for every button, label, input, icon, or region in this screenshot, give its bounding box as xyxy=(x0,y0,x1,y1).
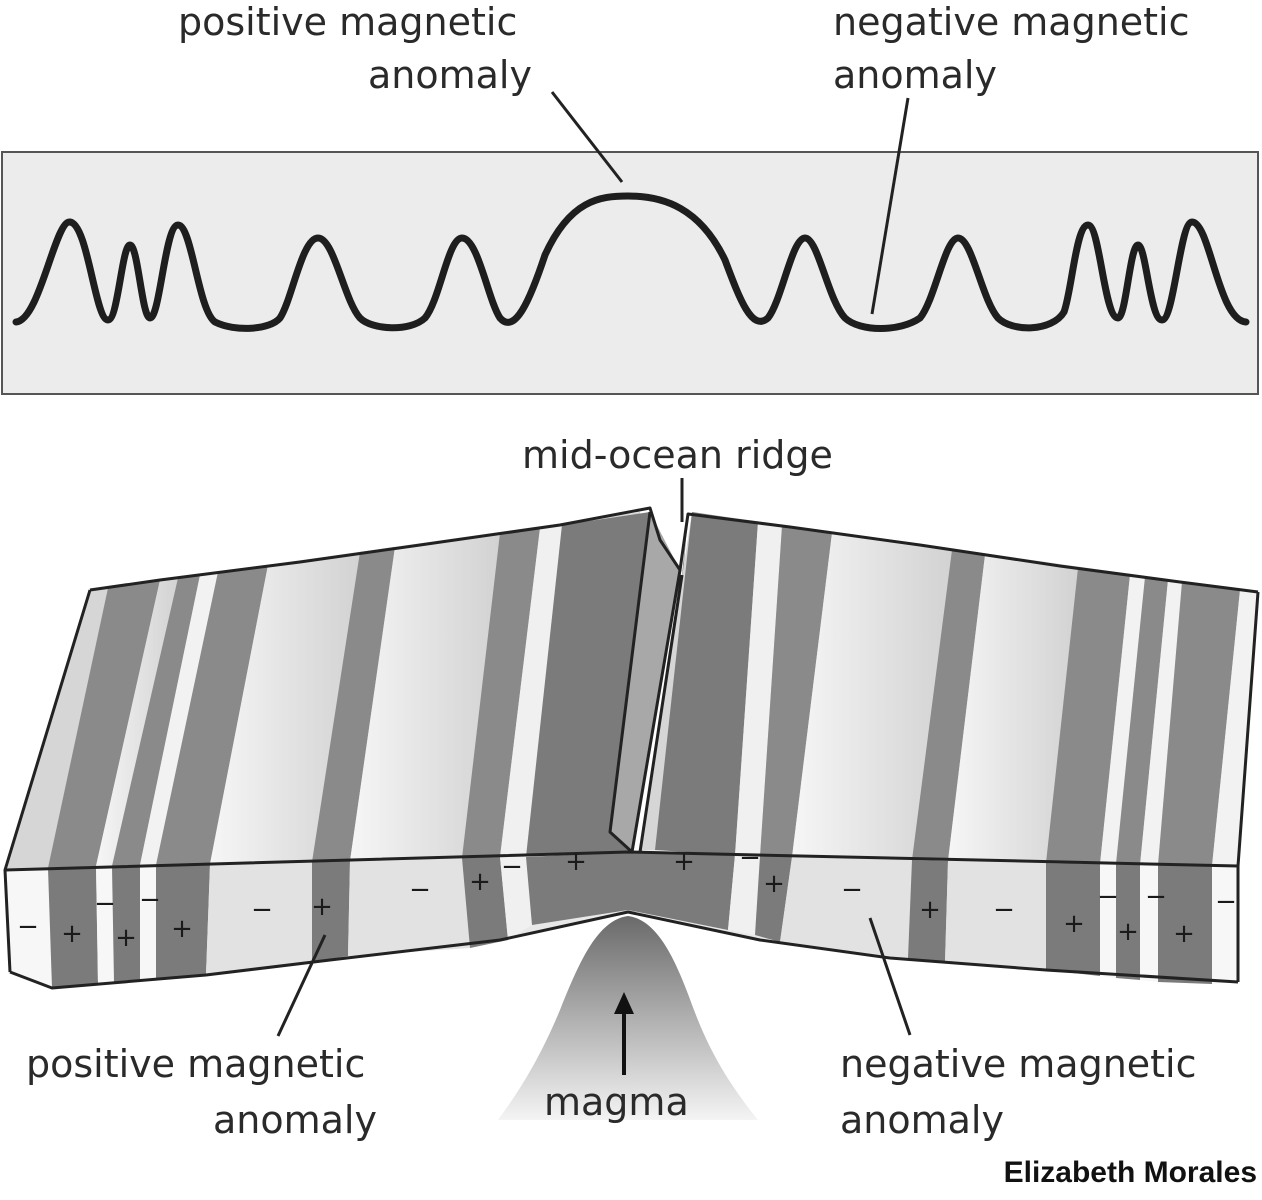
block-bottom-edge xyxy=(9,910,1239,990)
right-top-stripes xyxy=(655,512,1258,866)
negative-sign: − xyxy=(1097,882,1119,912)
positive-sign: + xyxy=(919,895,941,925)
negative-sign: − xyxy=(139,885,161,915)
top-negative-leader-line xyxy=(870,97,910,315)
bottom-negative-label-line2: anomaly xyxy=(840,1098,1004,1142)
negative-sign: − xyxy=(993,895,1015,925)
positive-sign: + xyxy=(763,869,785,899)
top-positive-label-line2: anomaly xyxy=(368,53,532,97)
illustrator-credit: Elizabeth Morales xyxy=(1004,1156,1257,1189)
top-negative-label-line2: anomaly xyxy=(833,53,997,97)
negative-sign: − xyxy=(17,912,39,942)
bottom-negative-leader-line xyxy=(868,917,912,1036)
top-positive-label-line1: positive magnetic xyxy=(178,0,517,44)
bottom-positive-label-line1: positive magnetic xyxy=(26,1042,365,1086)
ridge-label: mid-ocean ridge xyxy=(522,433,833,477)
ridge-rift-edge xyxy=(608,511,684,854)
positive-sign: + xyxy=(565,847,587,877)
cross-section-signs: − + − + − + − + − + − + + − + − + − + − … xyxy=(17,843,1237,953)
block-front-top-edge xyxy=(4,850,1239,872)
magnetic-profile-panel xyxy=(1,151,1259,395)
positive-sign: + xyxy=(1063,909,1085,939)
magma-label: magma xyxy=(544,1080,689,1124)
bottom-positive-leader-line xyxy=(276,934,327,1037)
negative-sign: − xyxy=(409,875,431,905)
negative-sign: − xyxy=(1215,887,1237,917)
positive-sign: + xyxy=(673,847,695,877)
magma-arrow-icon xyxy=(614,992,634,1075)
positive-sign: + xyxy=(115,923,137,953)
positive-sign: + xyxy=(469,867,491,897)
top-positive-leader-line xyxy=(550,91,624,183)
negative-sign: − xyxy=(1145,882,1167,912)
negative-sign: − xyxy=(94,889,116,919)
magnetic-profile-curve xyxy=(12,192,1250,332)
negative-sign: − xyxy=(501,852,523,882)
positive-sign: + xyxy=(171,914,193,944)
magma-plume xyxy=(498,916,758,1120)
bottom-positive-label-line2: anomaly xyxy=(213,1098,377,1142)
bottom-negative-label-line1: negative magnetic xyxy=(840,1042,1197,1086)
negative-sign: − xyxy=(251,895,273,925)
positive-sign: + xyxy=(61,919,83,949)
positive-sign: + xyxy=(311,892,333,922)
positive-sign: + xyxy=(1173,919,1195,949)
front-cross-section xyxy=(5,852,1238,988)
negative-sign: − xyxy=(739,843,761,873)
ridge-left-wall xyxy=(610,512,680,852)
block-top-edge xyxy=(89,506,1259,594)
positive-sign: + xyxy=(1117,917,1139,947)
top-negative-label-line1: negative magnetic xyxy=(833,0,1190,44)
left-top-stripes xyxy=(48,512,650,868)
negative-sign: − xyxy=(841,875,863,905)
